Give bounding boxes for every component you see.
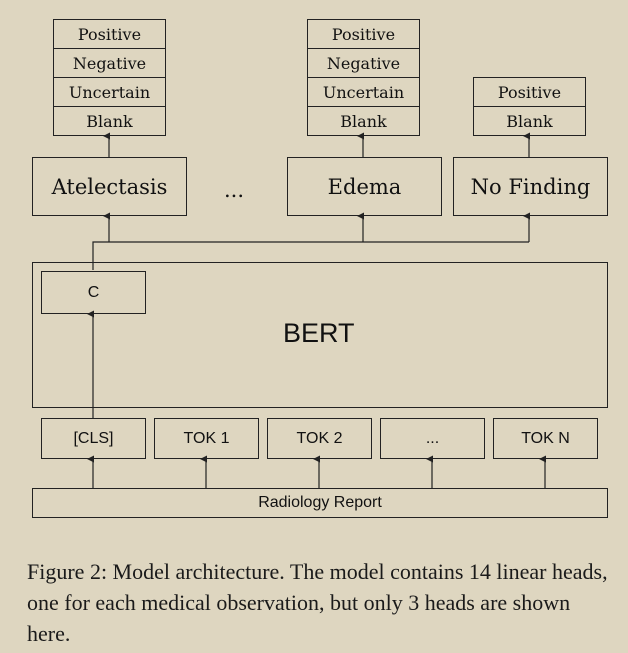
class-cell: Positive [53, 19, 166, 49]
figure-caption: Figure 2: Model architecture. The model … [27, 559, 608, 646]
token-box: TOK 1 [154, 418, 259, 459]
token-box: [CLS] [41, 418, 146, 459]
class-cell: Uncertain [53, 77, 166, 107]
bert-encoder [32, 262, 608, 408]
class-cell: Blank [53, 106, 166, 136]
observation-head: Atelectasis [32, 157, 187, 216]
token-box: TOK N [493, 418, 598, 459]
ellipsis: ... [224, 178, 245, 202]
class-cell: Negative [53, 48, 166, 78]
token-box: TOK 2 [267, 418, 372, 459]
cls-output-box: C [41, 271, 146, 314]
class-cell: Blank [473, 106, 586, 136]
input-radiology-report: Radiology Report [32, 488, 608, 518]
observation-head: No Finding [453, 157, 608, 216]
class-cell: Uncertain [307, 77, 420, 107]
class-cell: Positive [307, 19, 420, 49]
bert-label: BERT [283, 318, 355, 348]
class-cell: Positive [473, 77, 586, 107]
class-cell: Negative [307, 48, 420, 78]
observation-head: Edema [287, 157, 442, 216]
token-box: ... [380, 418, 485, 459]
class-cell: Blank [307, 106, 420, 136]
